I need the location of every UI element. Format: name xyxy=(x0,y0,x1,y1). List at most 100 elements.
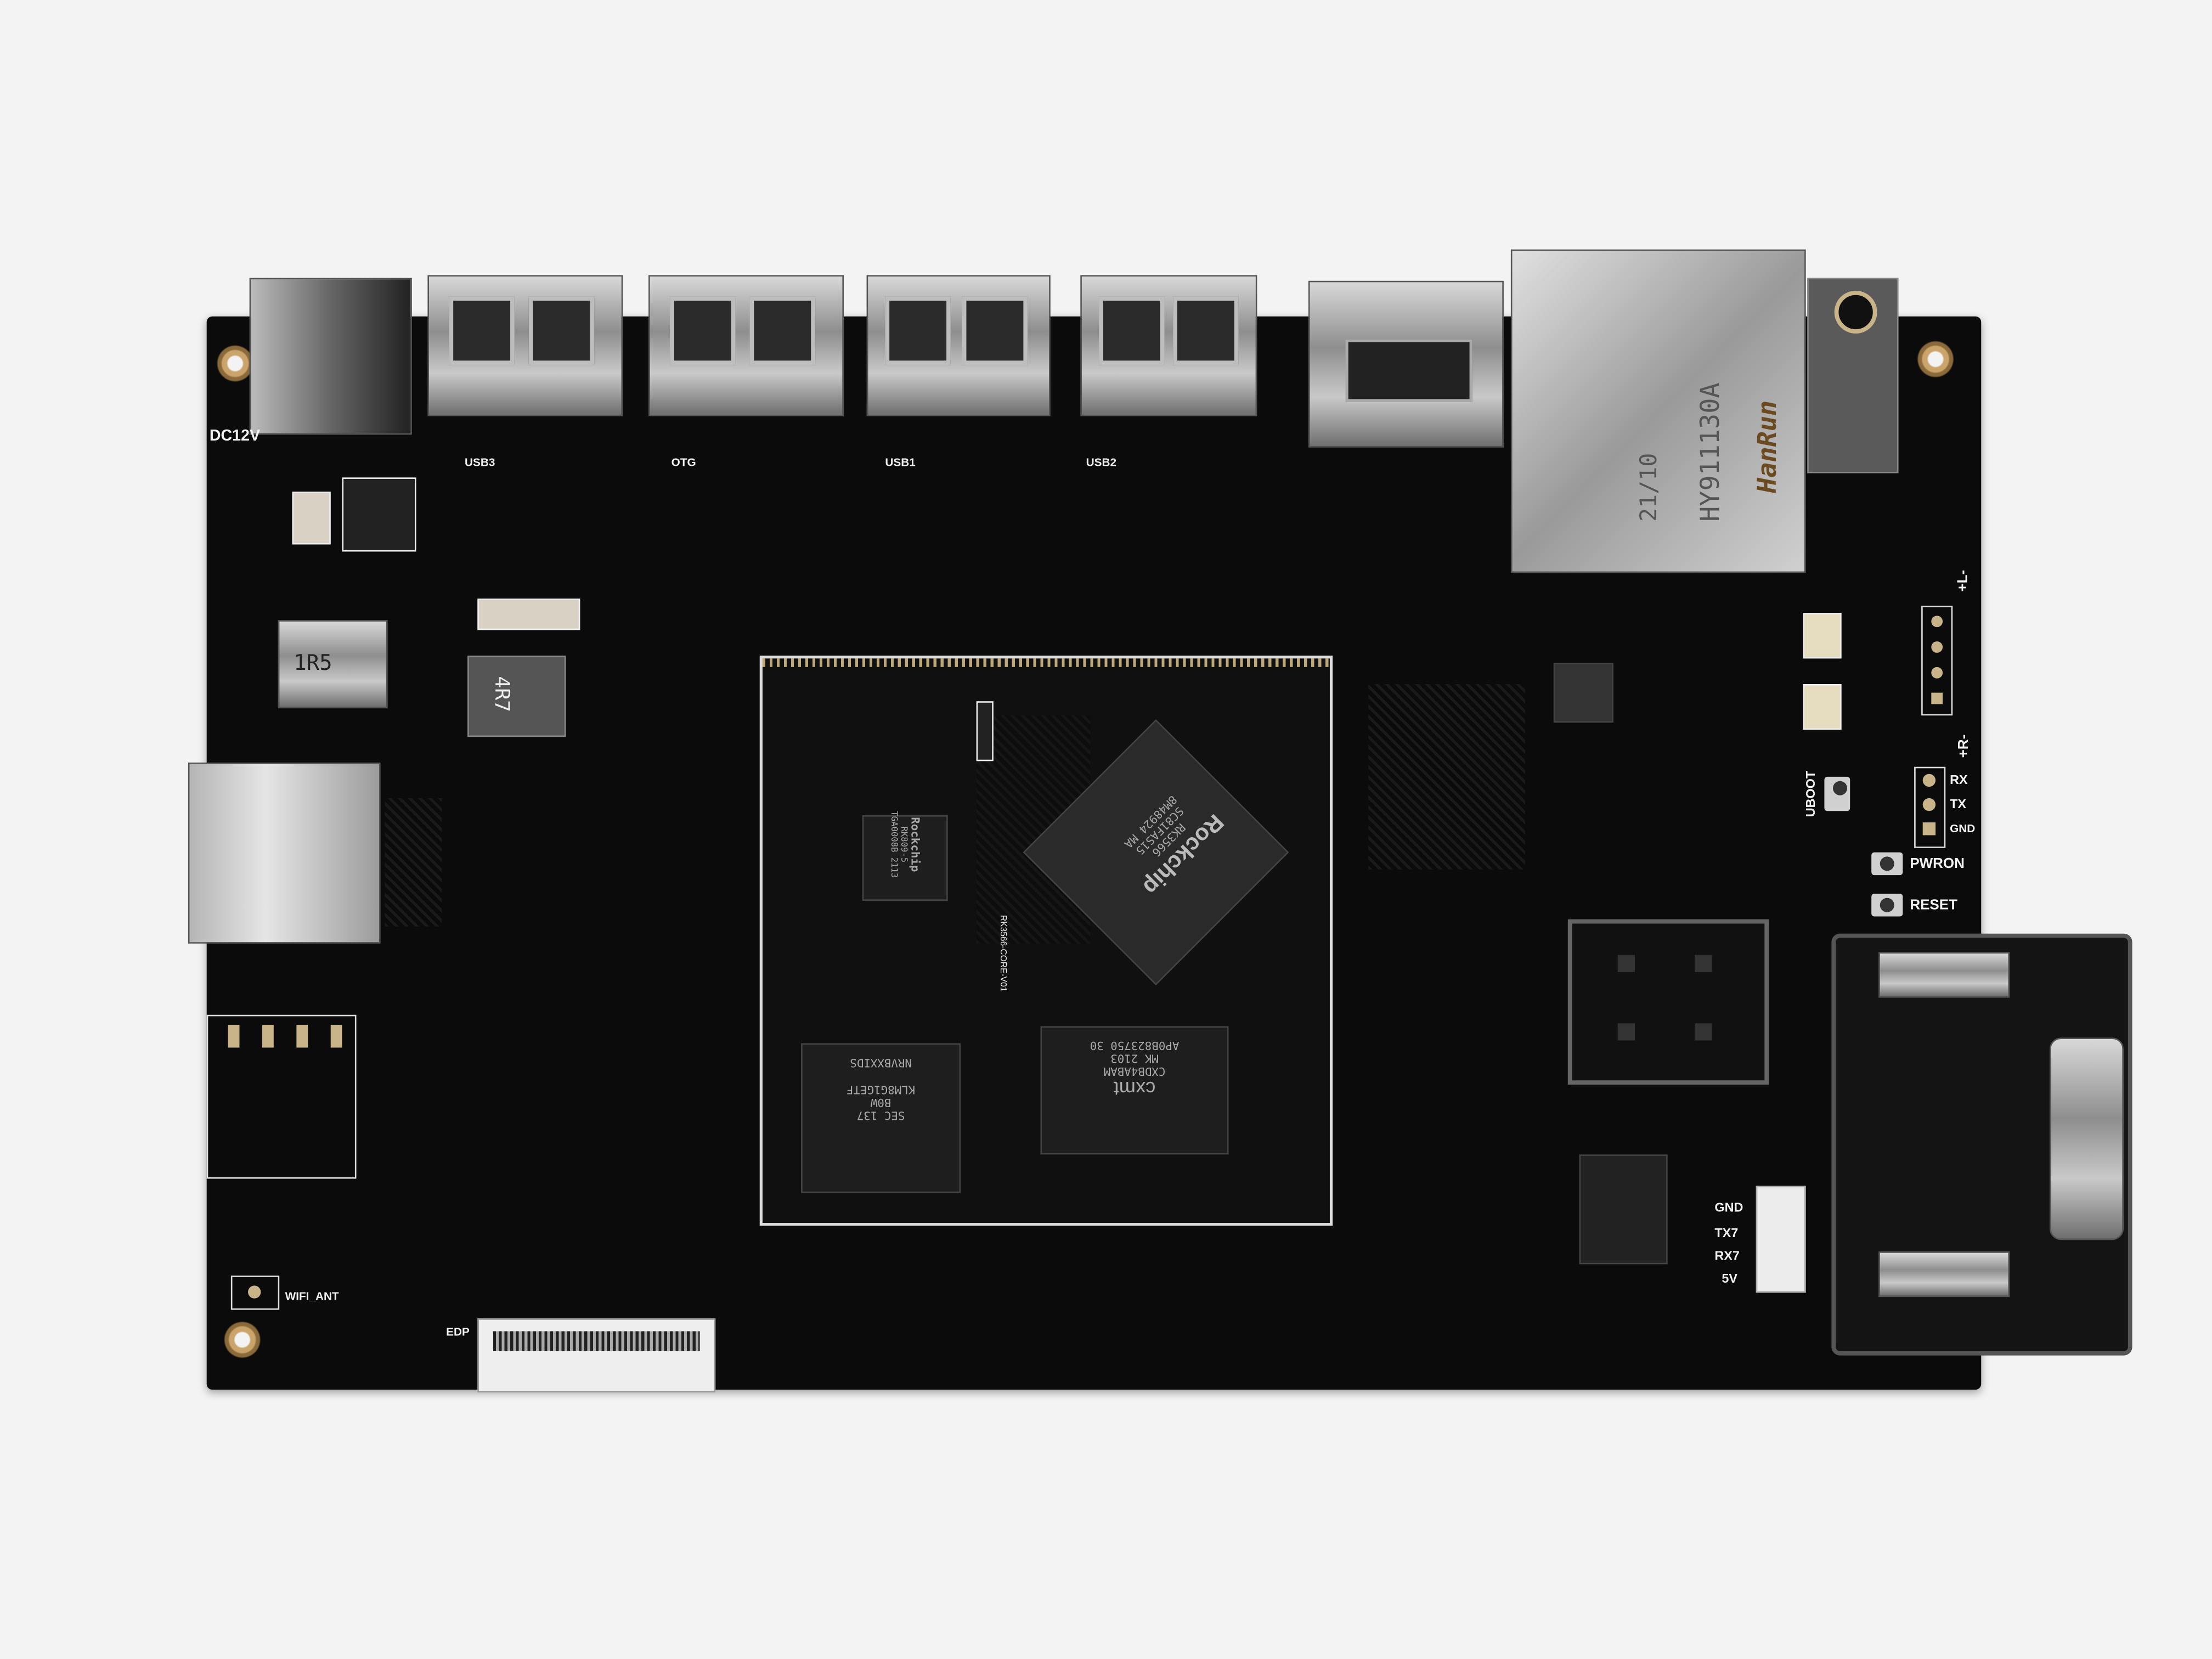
usb-slot xyxy=(670,296,736,365)
pmic-brand: Rockchip xyxy=(909,817,922,872)
inductor-4r7: 4R7 xyxy=(467,656,566,737)
label-left-speaker: +L- xyxy=(1955,569,1972,592)
speaker-connector[interactable] xyxy=(1921,606,1953,716)
usb-slot xyxy=(1099,296,1165,365)
usb-port-usb3[interactable] xyxy=(427,275,623,416)
qfp-chip xyxy=(1567,919,1769,1085)
dram-chip: cxmt CXDB4ABAM MK 2103 AP0B823750 30 xyxy=(1040,1026,1229,1155)
usb-port-usb2[interactable] xyxy=(1080,275,1257,416)
solder-pad xyxy=(330,1024,342,1048)
db9-mounting-bracket xyxy=(1878,1251,2010,1297)
db9-serial-connector[interactable] xyxy=(1831,933,2132,1356)
pcb-traces xyxy=(1368,684,1525,870)
mounting-hole xyxy=(223,1321,261,1358)
audio-jack[interactable] xyxy=(1807,278,1899,473)
db9-mounting-bracket xyxy=(1878,952,2010,998)
dram-line3: AP0B823750 30 xyxy=(1090,1039,1180,1052)
solder-pad xyxy=(228,1024,240,1048)
label-edp: EDP xyxy=(446,1325,470,1339)
rj45-brand: HanRun xyxy=(1753,400,1784,493)
pmic-marking: Rockchip RK809-5 TGA0008B 2113 xyxy=(889,803,922,886)
component xyxy=(976,701,994,761)
label-otg: OTG xyxy=(671,456,696,469)
label-wifi-ant: WIFI_ANT xyxy=(285,1290,339,1303)
rj45-marking: 21/10 HY911130A HanRun xyxy=(1612,279,1783,536)
mounting-hole xyxy=(216,345,254,382)
amplifier-chip xyxy=(1803,684,1842,730)
label-reset: RESET xyxy=(1910,898,1957,914)
power-regulator xyxy=(342,477,416,552)
emmc-chip: SEC 137 B0W KLM8G1GETF NRVBXXIDS xyxy=(801,1043,961,1193)
usb-slot xyxy=(885,296,951,365)
dram-brand: cxmt xyxy=(1113,1077,1156,1101)
capacitor xyxy=(292,492,331,545)
dram-marking: cxmt CXDB4ABAM MK 2103 AP0B823750 30 xyxy=(1042,1039,1227,1101)
pmic-model: RK809-5 xyxy=(899,826,909,863)
rj45-ethernet-jack[interactable]: 21/10 HY911130A HanRun xyxy=(1510,249,1806,573)
emmc-line1: SEC 137 xyxy=(856,1109,905,1122)
header-pin xyxy=(1931,641,1943,653)
label-uart-tx7: TX7 xyxy=(1714,1226,1739,1240)
label-usb2: USB2 xyxy=(1086,456,1117,469)
hdmi-socket-opening xyxy=(1345,339,1472,402)
chip-pad xyxy=(1695,1023,1712,1041)
usb-port-usb1[interactable] xyxy=(866,275,1051,416)
rj45-date: 21/10 xyxy=(1634,453,1662,522)
label-pwron: PWRON xyxy=(1910,856,1965,872)
chip-pad xyxy=(1617,1023,1635,1041)
header-pin xyxy=(1931,616,1943,628)
solder-pad xyxy=(296,1024,308,1048)
capacitor-array xyxy=(477,599,580,630)
emmc-marking: SEC 137 B0W KLM8G1GETF NRVBXXIDS xyxy=(803,1056,960,1122)
usb-port-otg[interactable] xyxy=(648,275,844,416)
amplifier-chip xyxy=(1803,613,1842,659)
reset-button[interactable] xyxy=(1871,893,1903,917)
emmc-line4: NRVBXXIDS xyxy=(850,1056,912,1069)
chip-pad xyxy=(1617,955,1635,972)
antenna-pad xyxy=(248,1285,261,1299)
usb-slot xyxy=(962,296,1028,365)
label-tx: TX xyxy=(1950,797,1966,811)
wifi-antenna-connector[interactable] xyxy=(230,1276,280,1310)
label-uart-5v: 5V xyxy=(1722,1271,1738,1286)
chip-pad xyxy=(1695,955,1712,972)
emmc-line2: B0W xyxy=(870,1096,891,1109)
label-dc12v: DC12V xyxy=(209,427,261,445)
rk3566-core-module: Rockchip RK3566 SC81FAS15 8M48924 MA Roc… xyxy=(759,656,1333,1226)
rk809-pmic: Rockchip RK809-5 TGA0008B 2113 xyxy=(862,811,948,901)
inductor-4r7-marking: 4R7 xyxy=(489,676,513,713)
soc-model: RK3566 xyxy=(1149,820,1188,859)
dram-line2: MK 2103 xyxy=(1110,1052,1159,1065)
usb-slot xyxy=(1173,296,1239,365)
uart7-connector[interactable] xyxy=(1756,1186,1806,1293)
header-pin xyxy=(1931,667,1943,679)
emmc-line3: KLM8G1GETF xyxy=(847,1083,916,1096)
usb-slot xyxy=(749,296,816,365)
soc-marking: Rockchip RK3566 SC81FAS15 8M48924 MA xyxy=(1080,752,1256,928)
usb-slot xyxy=(449,296,515,365)
uboot-button[interactable] xyxy=(1824,776,1850,811)
header-pin xyxy=(1922,798,1936,811)
sd-traces xyxy=(385,798,442,927)
header-pin xyxy=(1922,774,1936,787)
rj45-model: HY911130A xyxy=(1696,382,1726,522)
label-right-speaker: +R- xyxy=(1956,734,1972,758)
edp-contacts xyxy=(493,1331,700,1351)
pwron-button[interactable] xyxy=(1871,852,1903,876)
edp-connector[interactable] xyxy=(477,1318,716,1393)
label-som-version: RK3566-CORE-V01 xyxy=(997,915,1007,992)
uart-transceiver-chip xyxy=(1579,1154,1668,1265)
dram-line1: CXDB4ABAM xyxy=(1103,1064,1166,1078)
label-gnd: GND xyxy=(1950,822,1976,836)
header-pin xyxy=(1922,822,1936,836)
hdmi-port[interactable] xyxy=(1308,280,1504,448)
label-uart-gnd: GND xyxy=(1714,1200,1743,1215)
debug-uart-header[interactable] xyxy=(1914,766,1946,848)
sd-card-slot[interactable] xyxy=(188,762,381,944)
header-pin xyxy=(1931,692,1943,704)
dc-power-jack[interactable] xyxy=(249,278,412,435)
label-rx: RX xyxy=(1950,772,1968,787)
ethernet-phy-chip xyxy=(1553,663,1613,723)
usb-slot xyxy=(528,296,595,365)
inductor-1r5: 1R5 xyxy=(278,620,388,709)
